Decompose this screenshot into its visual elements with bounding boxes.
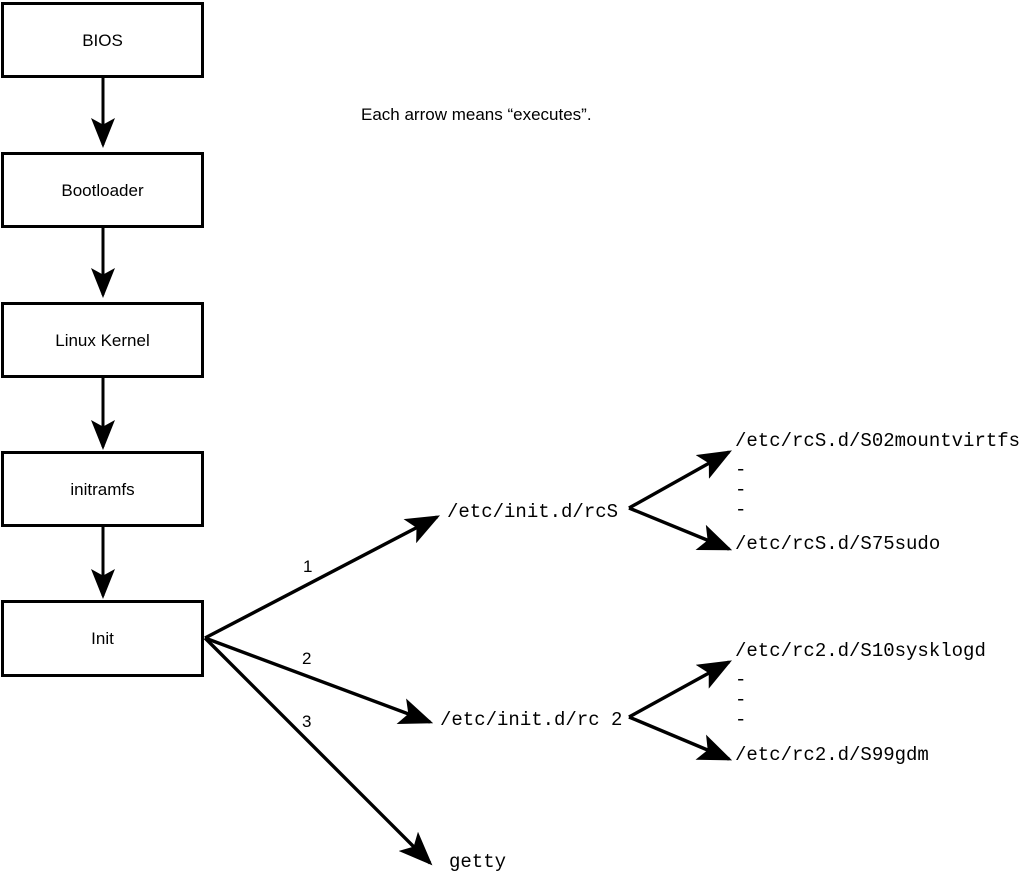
rcs-ellipsis-dash-3: - (735, 499, 747, 521)
arrow-init-to-rcs (204, 515, 441, 640)
node-label-bios: BIOS (82, 30, 123, 50)
node-label-init: Init (91, 629, 114, 648)
node-box-initramfs[interactable]: initramfs (1, 451, 204, 527)
node-box-bootloader[interactable]: Bootloader (1, 152, 204, 228)
rcs-ellipsis-dash-2: - (735, 479, 747, 501)
rc2-ellipsis-dash-2: - (735, 689, 747, 711)
node-box-init[interactable]: Init (1, 600, 204, 677)
arrow-rcs-to-last (628, 506, 733, 551)
edge-number-2: 2 (302, 649, 312, 668)
label-rc2-script-last[interactable]: /etc/rc2.d/S99gdm (735, 744, 929, 766)
label-rc2-script-first[interactable]: /etc/rc2.d/S10sysklogd (735, 640, 986, 662)
node-label-linux-kernel: Linux Kernel (55, 330, 150, 350)
arrow-rc2-to-last (628, 715, 733, 761)
label-etc-init-d-rcs[interactable]: /etc/init.d/rcS (447, 501, 619, 523)
arrow-rc2-to-first (628, 660, 732, 719)
label-getty[interactable]: getty (449, 851, 507, 873)
arrow-rcs-to-first (628, 450, 732, 510)
rc2-ellipsis-dash-1: - (735, 669, 747, 691)
label-rcs-script-last[interactable]: /etc/rcS.d/S75sudo (735, 533, 941, 555)
node-box-bios[interactable]: BIOS (1, 2, 204, 78)
label-etc-init-d-rc-2[interactable]: /etc/init.d/rc 2 (440, 709, 623, 731)
rc2-ellipsis-dash-3: - (735, 709, 747, 731)
edge-number-3: 3 (302, 712, 312, 731)
node-box-linux-kernel[interactable]: Linux Kernel (1, 302, 204, 378)
rcs-ellipsis-dash-1: - (735, 459, 747, 481)
arrow-init-to-rc2 (204, 636, 434, 725)
label-rcs-script-first[interactable]: /etc/rcS.d/S02mountvirtfs (735, 430, 1021, 452)
edge-number-1: 1 (303, 557, 313, 576)
node-label-initramfs: initramfs (70, 479, 135, 499)
arrow-init-to-getty (203, 636, 433, 866)
diagram-caption: Each arrow means “executes”. (361, 105, 592, 124)
node-label-bootloader: Bootloader (61, 180, 144, 200)
